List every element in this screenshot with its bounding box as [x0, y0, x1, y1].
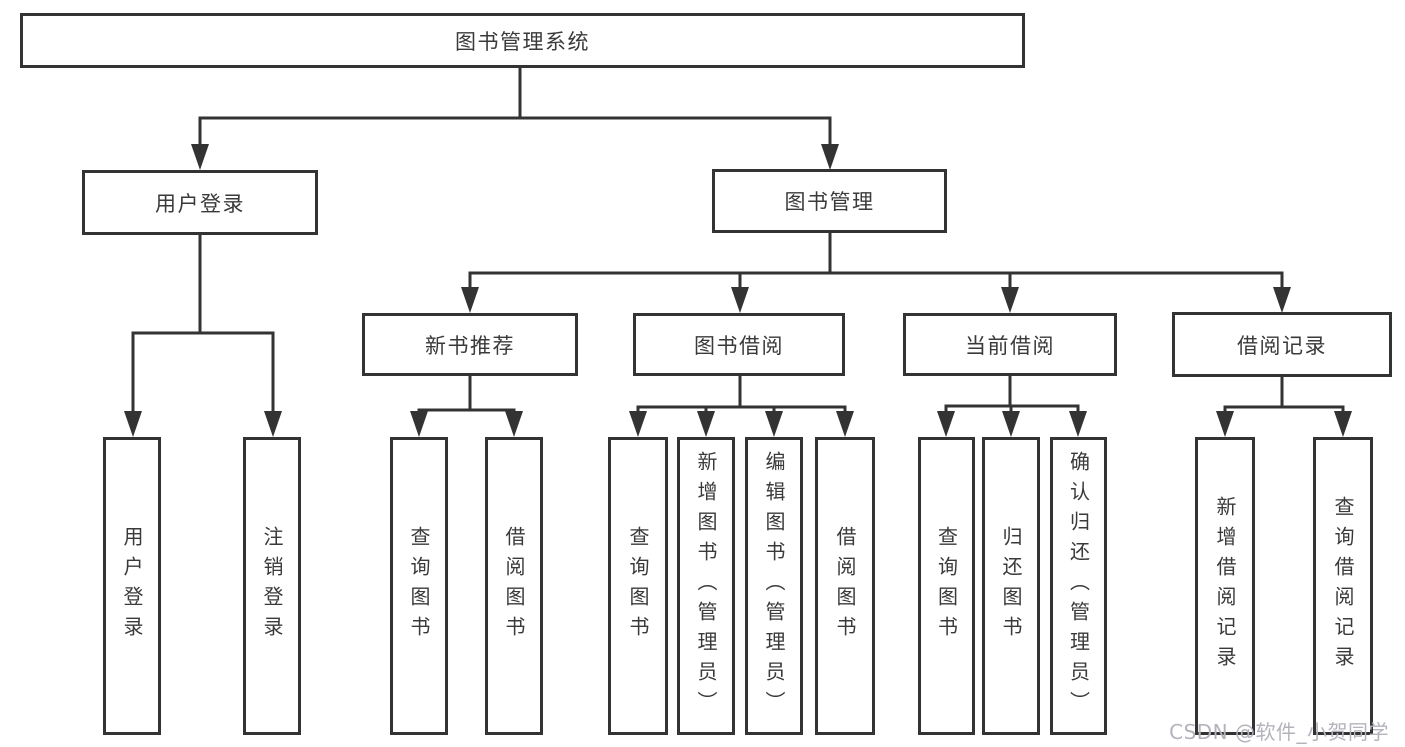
arrowhead — [191, 144, 209, 170]
arrowhead — [410, 411, 428, 437]
connector-root — [191, 66, 839, 170]
arrowhead — [1002, 411, 1020, 437]
connector-current-borrowing — [937, 374, 1087, 437]
arrowhead — [731, 287, 749, 313]
arrowhead — [937, 411, 955, 437]
arrowhead — [461, 287, 479, 313]
leaf-user-login: 用户登录 — [103, 437, 161, 735]
arrowhead — [264, 411, 282, 437]
leaf-borrowing-add-books-admin: 新增图书（管理员） — [677, 437, 735, 735]
connector-book-management — [461, 231, 1291, 313]
leaf-newbook-query-books: 查询图书 — [390, 437, 448, 735]
leaf-current-query-books: 查询图书 — [918, 437, 975, 735]
arrowhead — [836, 411, 854, 437]
arrowhead — [1001, 287, 1019, 313]
arrowhead — [1216, 411, 1234, 437]
node-book-borrowing: 图书借阅 — [633, 313, 845, 376]
node-book-management: 图书管理 — [712, 169, 947, 233]
connector-user-login — [124, 233, 282, 437]
node-new-book-recommend: 新书推荐 — [362, 313, 578, 376]
leaf-borrowing-query-books: 查询图书 — [608, 437, 668, 735]
arrowhead — [629, 411, 647, 437]
arrowhead — [1069, 411, 1087, 437]
connector-book-borrowing — [629, 374, 854, 437]
leaf-current-return-books: 归还图书 — [982, 437, 1040, 735]
node-user-login: 用户登录 — [82, 170, 318, 235]
csdn-watermark: CSDN @软件_小贺同学 — [1169, 720, 1389, 744]
arrowhead — [765, 411, 783, 437]
node-library-system: 图书管理系统 — [20, 13, 1025, 68]
arrowhead — [697, 411, 715, 437]
arrowhead — [1273, 287, 1291, 313]
leaf-borrowing-borrow-books: 借阅图书 — [815, 437, 875, 735]
connector-new-book-recommend — [410, 374, 523, 437]
arrowhead — [505, 411, 523, 437]
leaf-records-query-record: 查询借阅记录 — [1313, 437, 1373, 735]
node-borrow-records: 借阅记录 — [1172, 312, 1392, 377]
node-current-borrowing: 当前借阅 — [903, 313, 1117, 376]
leaf-current-confirm-return-admin: 确认归还（管理员） — [1050, 437, 1107, 735]
leaf-newbook-borrow-books: 借阅图书 — [485, 437, 543, 735]
leaf-borrowing-edit-books-admin: 编辑图书（管理员） — [745, 437, 803, 735]
leaf-logout-login: 注销登录 — [243, 437, 301, 735]
arrowhead — [1334, 411, 1352, 437]
arrowhead — [124, 411, 142, 437]
connector-borrow-records — [1216, 374, 1352, 437]
leaf-records-add-record: 新增借阅记录 — [1195, 437, 1255, 735]
arrowhead — [821, 144, 839, 170]
